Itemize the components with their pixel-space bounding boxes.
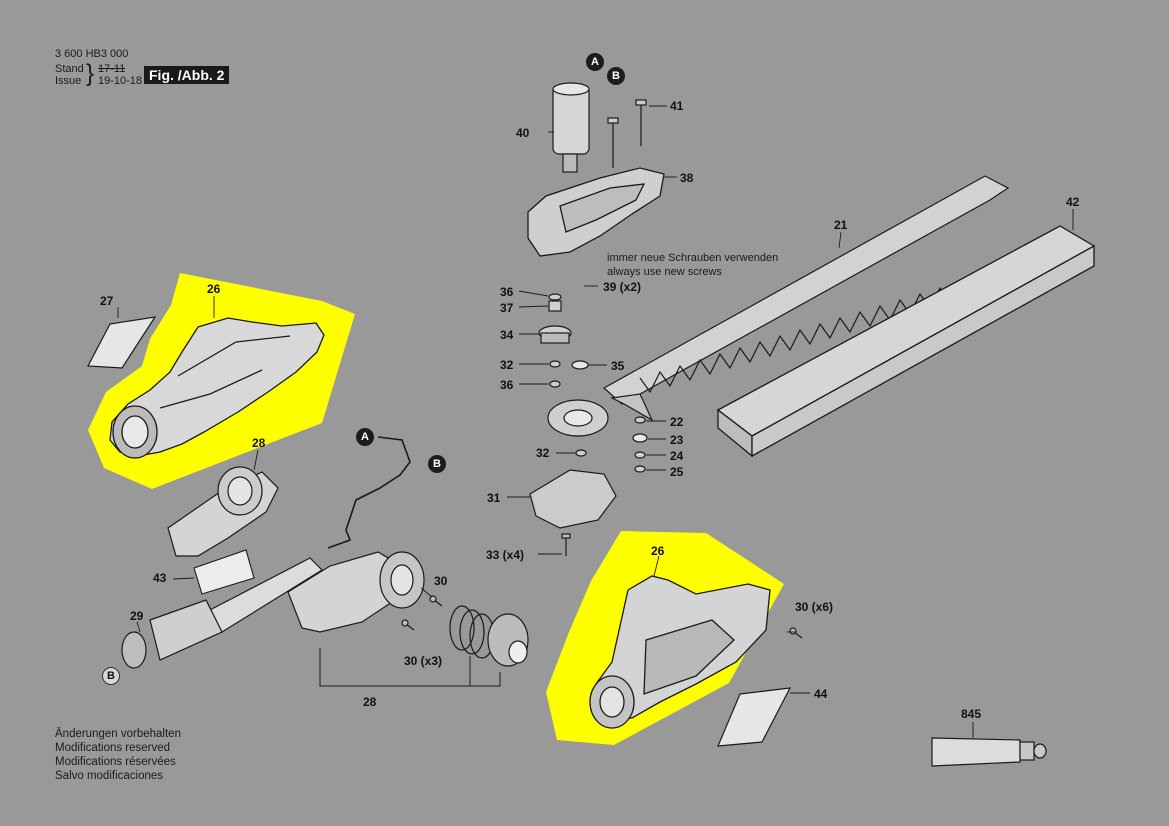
stand-value: 17-11 bbox=[98, 63, 126, 75]
guard-42 bbox=[716, 225, 1096, 458]
part-label-31: 31 bbox=[487, 491, 501, 505]
footer-line-fr: Modifications réservées bbox=[55, 756, 176, 768]
housing-half-upper-left bbox=[109, 317, 325, 459]
handle-tube-29 bbox=[121, 557, 323, 669]
part-label-24: 24 bbox=[670, 449, 684, 463]
motor-40 bbox=[552, 82, 590, 173]
connector-b-cable: B bbox=[428, 455, 446, 473]
grease-tube-845 bbox=[931, 737, 1047, 767]
small-screws bbox=[401, 533, 803, 639]
part-label-30: 30 bbox=[434, 574, 448, 588]
part-label-41: 41 bbox=[670, 99, 684, 113]
part-label-36-upper: 36 bbox=[500, 285, 514, 299]
part-label-28-lower: 28 bbox=[363, 695, 377, 709]
part-label-36-lower: 36 bbox=[500, 378, 514, 392]
brace-glyph: } bbox=[86, 60, 95, 87]
part-label-26-upper: 26 bbox=[207, 282, 221, 296]
part-label-40: 40 bbox=[516, 126, 530, 140]
part-label-33x4: 33 (x4) bbox=[486, 548, 525, 562]
connector-b-motor: B bbox=[607, 67, 625, 85]
part-label-32-lower: 32 bbox=[536, 446, 550, 460]
spring-and-gear bbox=[449, 605, 529, 667]
part-label-25: 25 bbox=[670, 465, 684, 479]
part-label-43: 43 bbox=[153, 571, 167, 585]
bracket-28-lower bbox=[319, 648, 501, 687]
part-label-29: 29 bbox=[130, 609, 144, 623]
footer-line-de: Änderungen vorbehalten bbox=[55, 728, 181, 740]
blade-21 bbox=[602, 175, 1010, 422]
motor-housing-28 bbox=[167, 466, 425, 633]
part-label-37: 37 bbox=[500, 301, 514, 315]
part-label-30x6: 30 (x6) bbox=[795, 600, 834, 614]
footer-line-es: Salvo modificaciones bbox=[55, 770, 164, 782]
figure-tag: Fig. /Abb. 2 bbox=[144, 66, 230, 84]
part-label-30x3: 30 (x3) bbox=[404, 654, 443, 668]
part-label-26-lower: 26 bbox=[651, 544, 665, 558]
part-label-21: 21 bbox=[834, 218, 848, 232]
part-label-28-upper: 28 bbox=[252, 436, 266, 450]
part-label-39: 39 (x2) bbox=[603, 280, 642, 294]
connector-a-cable: A bbox=[356, 428, 374, 446]
connector-a-motor: A bbox=[586, 53, 604, 71]
part-label-22: 22 bbox=[670, 415, 684, 429]
part-number: 3 600 HB3 000 bbox=[55, 48, 129, 60]
part-label-27: 27 bbox=[100, 294, 114, 308]
screws-note-en: always use new screws bbox=[607, 266, 722, 278]
footer-line-en: Modifications reserved bbox=[55, 742, 171, 754]
issue-value: 19-10-18 bbox=[98, 75, 143, 87]
part-label-23: 23 bbox=[670, 433, 684, 447]
leader-lines bbox=[117, 105, 1074, 738]
screws-41 bbox=[607, 99, 647, 168]
part-label-38: 38 bbox=[680, 171, 694, 185]
part-label-44: 44 bbox=[814, 687, 828, 701]
cable-a-b bbox=[327, 436, 411, 549]
part-label-32-upper: 32 bbox=[500, 358, 514, 372]
part-label-845: 845 bbox=[961, 707, 982, 721]
footer-notes: Änderungen vorbehalten Modifications res… bbox=[55, 727, 181, 783]
sleeve-sheet-43 bbox=[193, 549, 255, 595]
gear-stack bbox=[538, 293, 648, 473]
part-label-42: 42 bbox=[1066, 195, 1080, 209]
part-label-35: 35 bbox=[611, 359, 625, 373]
stand-label: Stand bbox=[55, 63, 84, 75]
issue-label: Issue bbox=[55, 75, 82, 87]
housing-half-lower-right bbox=[589, 575, 771, 729]
part-label-34: 34 bbox=[500, 328, 514, 342]
screws-note-de: immer neue Schrauben verwenden bbox=[607, 252, 779, 264]
connector-b-handle: B bbox=[102, 667, 120, 685]
gearbox-38 bbox=[527, 167, 665, 257]
base-plate-31 bbox=[529, 469, 617, 529]
label-sheet-27 bbox=[87, 316, 157, 369]
label-sheet-44 bbox=[717, 687, 792, 747]
